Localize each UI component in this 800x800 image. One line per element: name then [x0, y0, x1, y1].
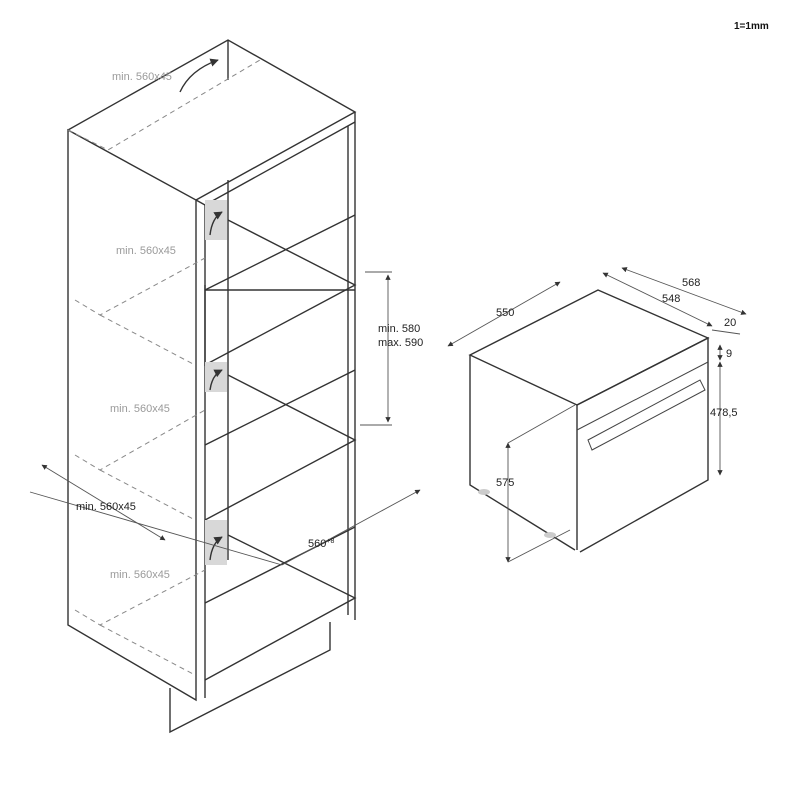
- oven-depth-body-label: 548: [662, 293, 680, 305]
- cabinet: [29, 39, 421, 734]
- oven-front-height-label: 478,5: [710, 407, 738, 419]
- vent-middle-label: min. 560x45: [110, 403, 170, 415]
- oven-front-depth-label: 20: [724, 317, 736, 329]
- airflow-arrow-icon: [209, 369, 223, 391]
- oven-width-label: 550: [496, 307, 514, 319]
- oven-depth-total-label: 568: [682, 277, 700, 289]
- vent-top-label: min. 560x45: [112, 71, 172, 83]
- niche-height-min-label: min. 580: [378, 323, 420, 335]
- scale-note: 1=1mm: [734, 21, 769, 32]
- vent-upper-label: min. 560x45: [116, 245, 176, 257]
- oven-handle: [587, 379, 706, 451]
- vent-lower-label: min. 560x45: [110, 569, 170, 581]
- cabinet-left-panel: [67, 128, 197, 702]
- oven: [447, 267, 747, 563]
- niche-width-label: 560+8: [308, 538, 334, 550]
- airflow-arrow-icon: [179, 58, 219, 93]
- oven-gap-label: 9: [726, 348, 732, 360]
- opening-width-label: min. 560x45: [76, 501, 136, 513]
- airflow-arrow-icon: [209, 211, 223, 236]
- oven-body-height-label: 575: [496, 477, 514, 489]
- niche-height-max-label: max. 590: [378, 337, 423, 349]
